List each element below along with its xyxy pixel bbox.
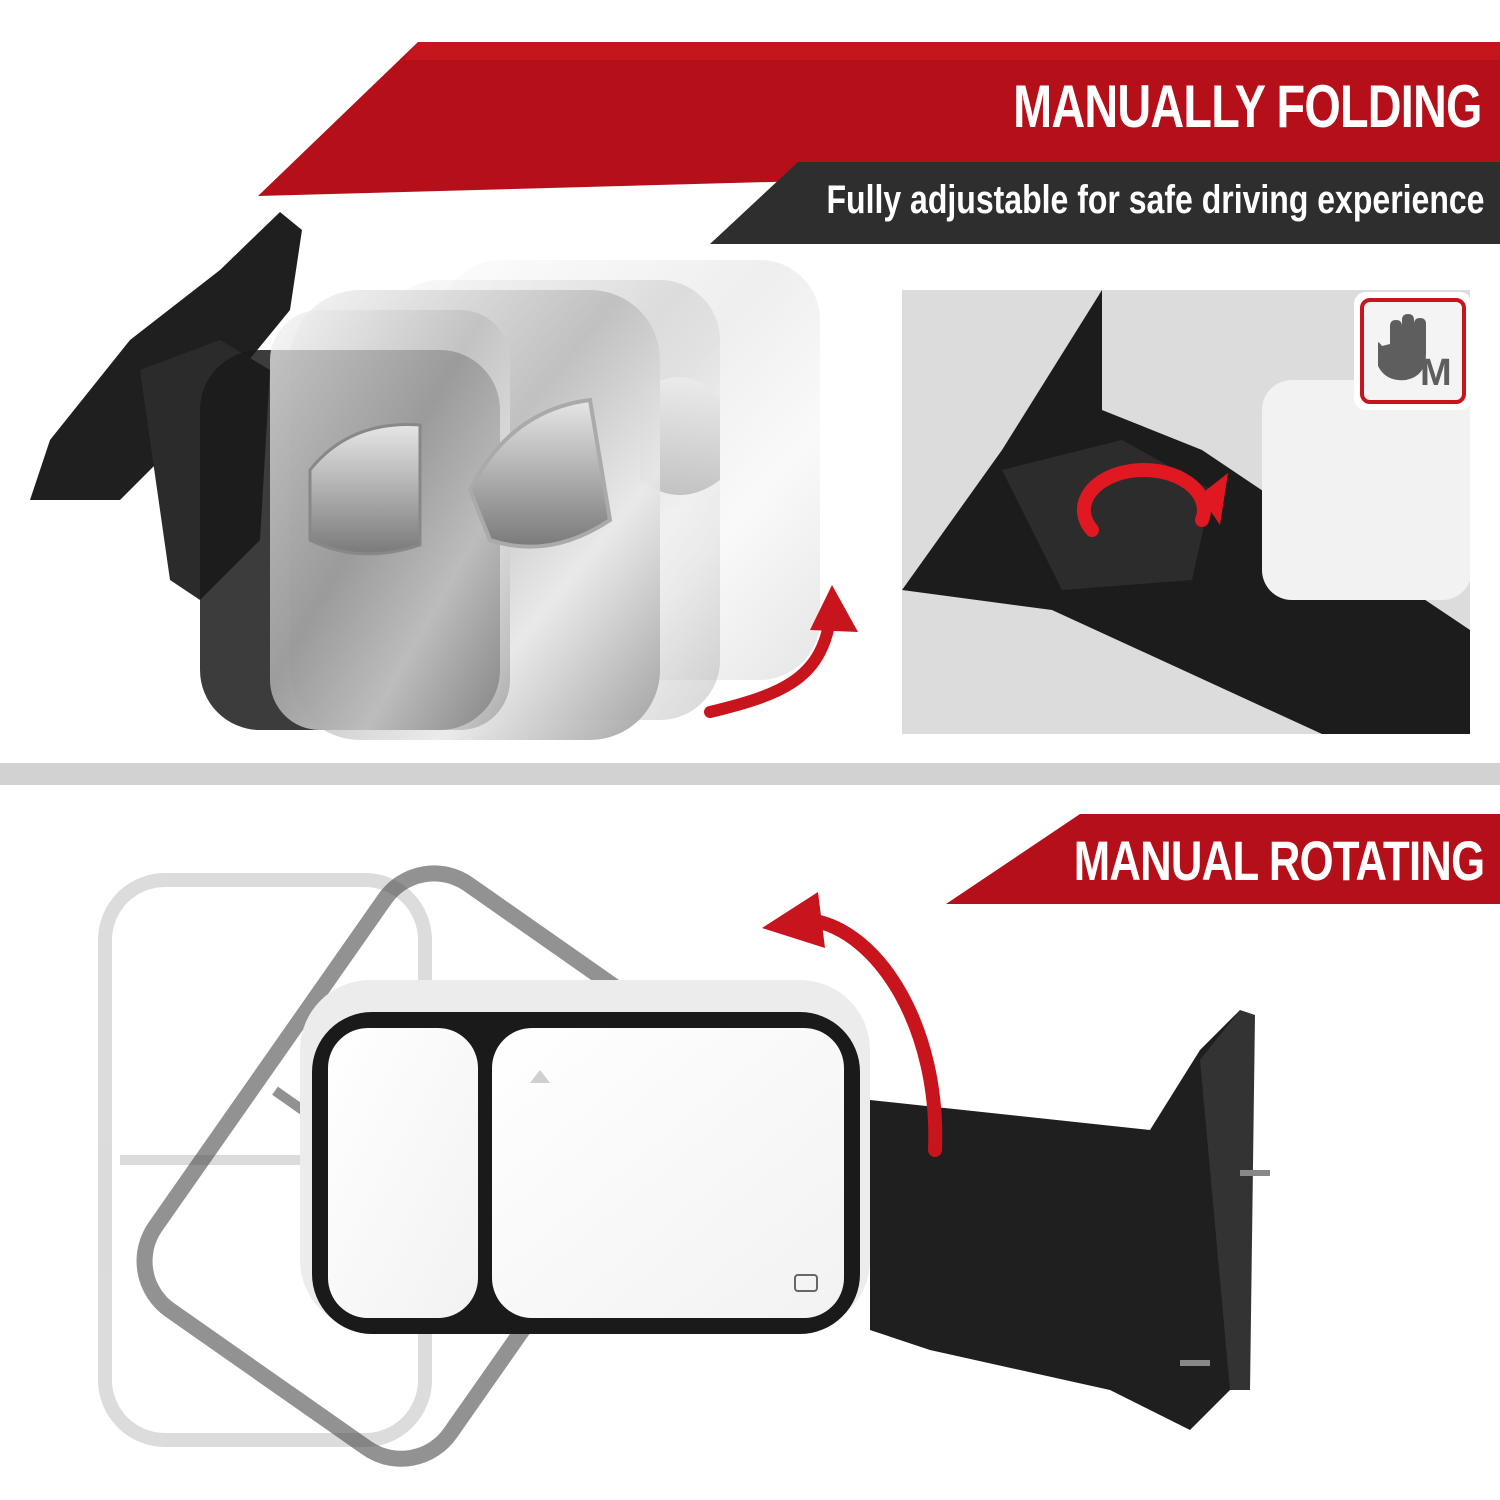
top-banner-shapes	[258, 42, 1500, 244]
fold-direction-arrow	[704, 614, 836, 718]
heated-glass-icon	[794, 1274, 818, 1292]
title-red-band	[258, 42, 1500, 196]
folding-mirror-illustration	[30, 212, 858, 740]
section-title-folding: MANUALLY FOLDING	[1013, 73, 1482, 140]
mirror-main	[300, 980, 870, 1334]
signal-lamp-mid	[467, 397, 613, 549]
hand-icon	[1378, 314, 1426, 381]
manual-letter: M	[1420, 352, 1452, 394]
signal-lamp-front	[308, 423, 422, 556]
mirror-arm	[870, 1010, 1240, 1430]
rotate-red-band	[946, 814, 1500, 904]
main-glass	[492, 1028, 844, 1318]
rotating-mirror-illustration	[98, 865, 1270, 1467]
chrome-housing-edge	[1262, 380, 1470, 600]
spotter-glass	[328, 1028, 478, 1318]
subtitle-dark-band	[710, 162, 1500, 244]
rotation-arrow	[1076, 462, 1211, 537]
hinge-detail-illustration	[902, 290, 1470, 734]
mirror-mount-base	[30, 212, 302, 500]
rotate-direction-arrow	[803, 913, 943, 1157]
section-subtitle-folding: Fully adjustable for safe driving experi…	[826, 178, 1484, 222]
rotate-banner-shape	[946, 814, 1500, 904]
section-title-rotating: MANUAL ROTATING	[1073, 829, 1485, 892]
manual-badge: M	[1354, 292, 1472, 410]
section-divider	[0, 763, 1500, 785]
